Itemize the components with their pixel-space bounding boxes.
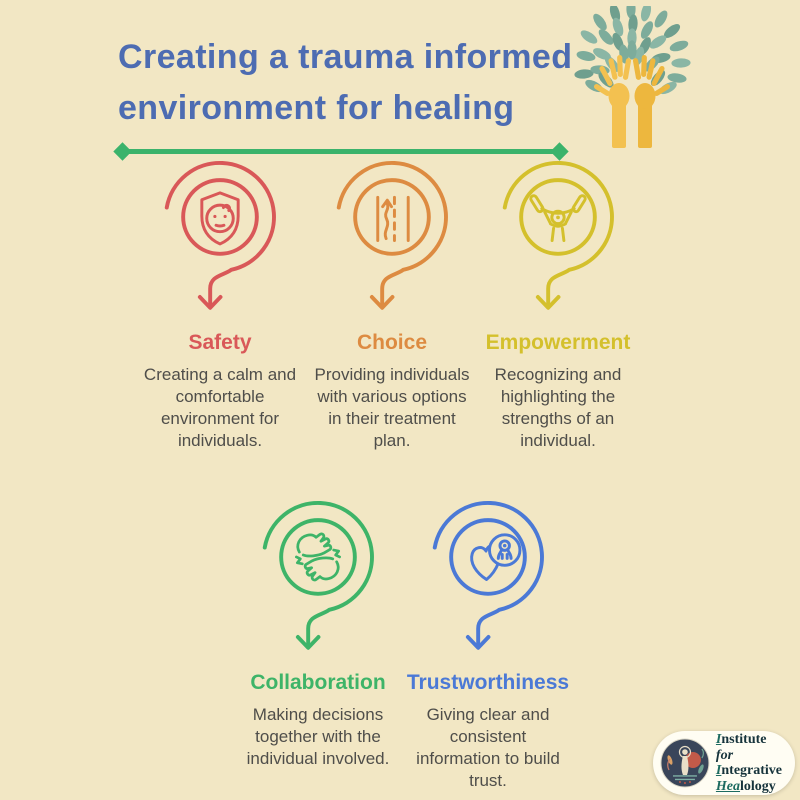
page-title-line2: environment for healing xyxy=(118,89,515,127)
title-divider xyxy=(113,142,569,161)
principle-empowerment: Empowerment Recognizing and highlighting… xyxy=(463,158,653,452)
institute-logo: Institute for Integrative Healology xyxy=(653,731,795,795)
principle-safety-description: Creating a calm and comfortable environm… xyxy=(143,365,297,450)
principle-empowerment-description: Recognizing and highlighting the strengt… xyxy=(494,365,622,450)
logo-text: Institute for Integrative Healology xyxy=(716,732,787,794)
principle-safety-title: Safety xyxy=(188,331,252,354)
shield-smiley-spiral-icon xyxy=(125,158,315,325)
principle-trustworthiness-title: Trustworthiness xyxy=(406,671,570,694)
principle-collaboration-title: Collaboration xyxy=(250,671,386,694)
principle-choice-title: Choice xyxy=(356,331,427,354)
principle-trustworthiness-description: Giving clear and consistent information … xyxy=(416,705,560,790)
principle-safety: Safety Creating a calm and comfortable e… xyxy=(125,158,315,452)
principle-collaboration-description: Making decisions together with the indiv… xyxy=(246,705,390,768)
page-title-line1: Creating a trauma informed xyxy=(118,38,573,76)
principle-collaboration: Collaboration Making decisions together … xyxy=(218,498,418,770)
lane-options-spiral-icon xyxy=(297,158,487,325)
principle-choice-description: Providing individuals with various optio… xyxy=(314,365,470,450)
logo-line-1: Institute for xyxy=(715,732,767,763)
weightlifter-spiral-icon xyxy=(463,158,653,325)
logo-emblem-icon xyxy=(660,738,710,788)
tree-right-hand xyxy=(632,55,671,148)
hands-tree-icon xyxy=(566,0,698,153)
divider-line xyxy=(122,149,560,154)
principle-trustworthiness: Trustworthiness Giving clear and consist… xyxy=(388,498,588,792)
tree-left-hand xyxy=(593,55,632,148)
principle-empowerment-title: Empowerment xyxy=(485,331,631,354)
logo-line-3: Healology xyxy=(715,778,776,794)
clasped-hands-spiral-icon xyxy=(218,498,418,665)
page-title: Creating a trauma informed environment f… xyxy=(118,32,572,134)
tree-leaves xyxy=(574,0,691,95)
principle-choice: Choice Providing individuals with variou… xyxy=(297,158,487,452)
logo-line-2: Integrative xyxy=(715,763,783,778)
heart-person-spiral-icon xyxy=(388,498,588,665)
